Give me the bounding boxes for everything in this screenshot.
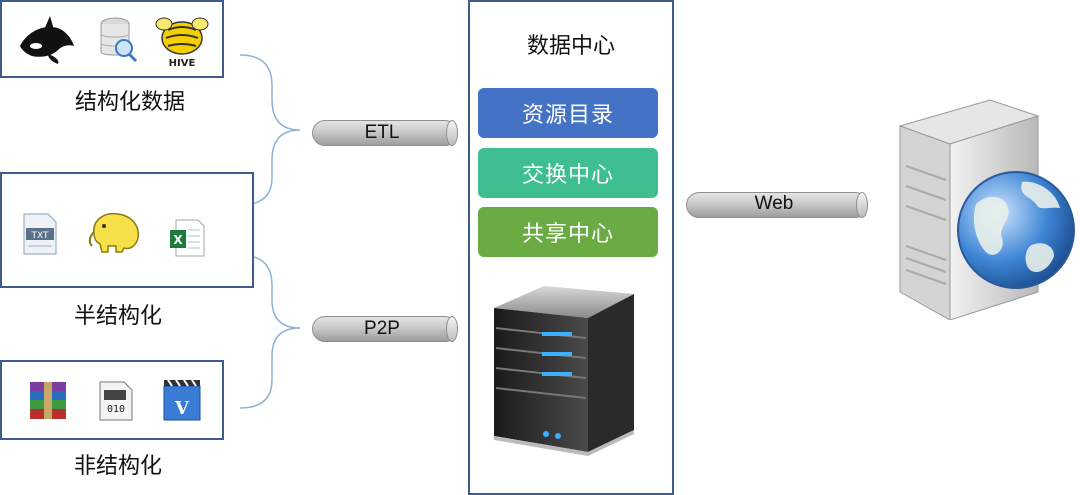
semi-structured-box: TXT X xyxy=(0,172,254,288)
hadoop-elephant-icon xyxy=(88,212,140,253)
txt-file-icon: TXT xyxy=(23,213,57,255)
svg-text:010: 010 xyxy=(107,404,125,415)
database-search-icon xyxy=(100,17,138,62)
p2p-bracket-line xyxy=(239,254,301,409)
structured-data-box: HIVE xyxy=(0,0,224,78)
video-file-icon: V xyxy=(163,379,201,421)
excel-file-icon: X xyxy=(170,219,205,257)
resource-catalog-module[interactable]: 资源目录 xyxy=(478,88,658,138)
unstructured-box: 010 V xyxy=(0,360,224,440)
svg-text:X: X xyxy=(173,233,183,247)
web-server-globe-icon xyxy=(898,99,1075,320)
svg-text:TXT: TXT xyxy=(30,231,49,241)
semi-structured-label: 半结构化 xyxy=(73,304,162,329)
etl-bracket-line xyxy=(239,54,301,206)
web-pipe xyxy=(686,192,868,218)
server-tower-icon xyxy=(494,286,634,456)
structured-data-label: 结构化数据 xyxy=(74,90,185,115)
binary-file-icon: 010 xyxy=(99,381,133,421)
p2p-label: P2P xyxy=(364,318,400,339)
etl-label: ETL xyxy=(364,122,400,143)
orca-icon xyxy=(20,16,74,64)
sharing-center-module[interactable]: 共享中心 xyxy=(478,207,658,257)
web-label: Web xyxy=(754,193,794,214)
unstructured-label: 非结构化 xyxy=(73,454,162,479)
svg-text:V: V xyxy=(174,398,190,419)
etl-pipe xyxy=(312,120,458,146)
exchange-center-module[interactable]: 交换中心 xyxy=(478,148,658,198)
data-center-title: 数据中心 xyxy=(526,34,615,59)
winrar-archive-icon xyxy=(30,382,66,419)
svg-text:HIVE: HIVE xyxy=(169,58,196,68)
p2p-pipe xyxy=(312,316,458,342)
hive-bee-icon: HIVE xyxy=(155,17,209,68)
